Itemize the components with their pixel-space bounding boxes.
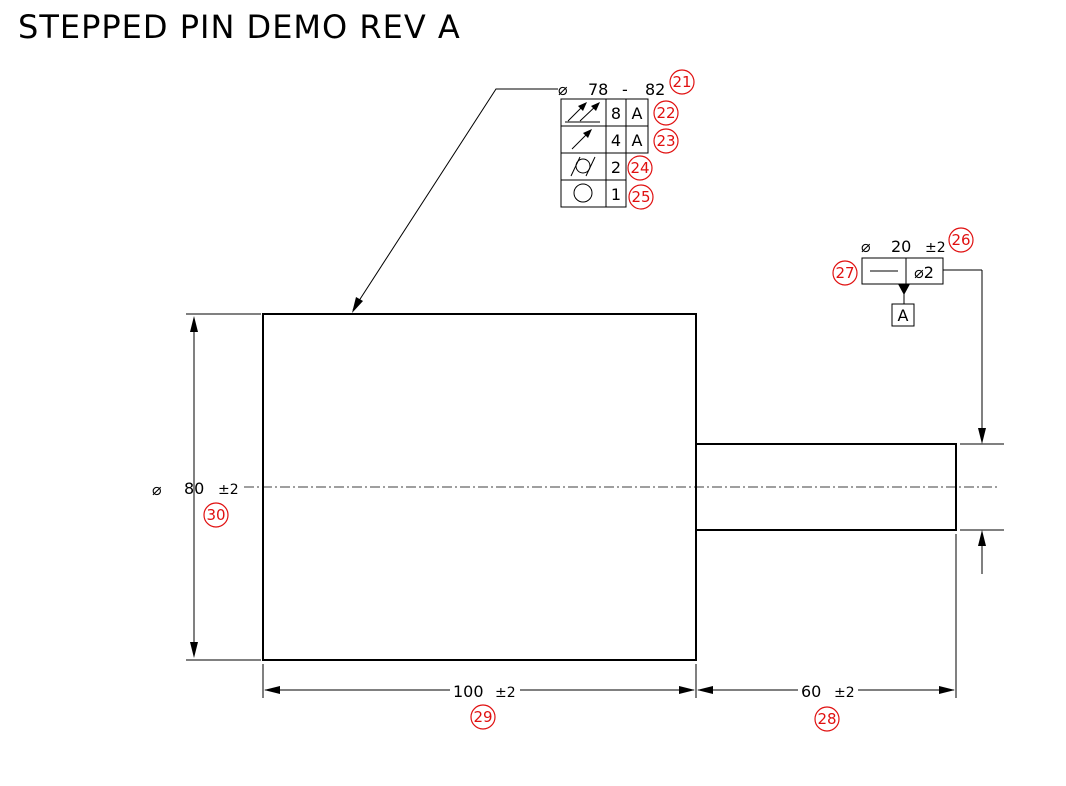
dimension-value: 60	[801, 682, 821, 701]
balloon-number: 24	[630, 159, 649, 177]
limit-separator: -	[622, 80, 628, 99]
tolerance-value: ⌀2	[914, 263, 934, 282]
circularity-icon	[573, 183, 593, 203]
balloon-number: 25	[631, 188, 650, 206]
length-60-dimension: 60 ±2 28	[697, 682, 955, 732]
dimension-tolerance: ±2	[218, 482, 239, 498]
balloon-number: 21	[672, 73, 691, 91]
datum-reference: A	[632, 104, 643, 123]
diameter-symbol: ⌀	[861, 237, 871, 256]
balloon-circle	[470, 704, 496, 730]
balloon-number: 23	[656, 132, 675, 150]
diameter-80-dimension: ⌀ 80 ±2 30	[152, 316, 239, 658]
balloon-number: 30	[206, 506, 225, 524]
balloon-circle	[948, 227, 974, 253]
datum-reference: A	[632, 131, 643, 150]
dimension-tolerance: ±2	[495, 685, 516, 701]
diameter-20-arrows	[978, 270, 986, 574]
drawing-title: STEPPED PIN DEMO REV A	[18, 8, 461, 46]
diameter-symbol: ⌀	[558, 80, 568, 99]
balloon-number: 28	[817, 710, 836, 728]
balloon-circle	[814, 706, 840, 732]
balloon-number: 22	[656, 104, 675, 122]
balloon-number: 27	[835, 264, 854, 282]
balloon-number: 29	[473, 708, 492, 726]
circular-runout-icon	[571, 129, 592, 150]
straightness-fcf: ⌀2 27	[832, 257, 982, 286]
size-78-82-callout: ⌀ 78 - 82 21	[558, 69, 695, 99]
upper-limit: 82	[645, 80, 665, 99]
balloon-circle	[653, 100, 679, 126]
datum-feature-symbol: A	[891, 284, 915, 327]
tolerance-value: 8	[611, 104, 621, 123]
large-diameter-leader	[352, 88, 558, 313]
lower-limit: 78	[588, 80, 608, 99]
dimension-value: 100	[453, 682, 484, 701]
tolerance-value: 4	[611, 131, 621, 150]
tolerance-value: 2	[611, 158, 621, 177]
balloon-circle	[653, 128, 679, 154]
balloon-circle	[669, 69, 695, 95]
balloon-number: 26	[951, 231, 970, 249]
diameter-symbol: ⌀	[152, 480, 162, 499]
balloon-circle	[627, 155, 653, 181]
datum-label: A	[898, 306, 909, 325]
size-20-callout: ⌀ 20 ±2 26	[861, 227, 974, 256]
feature-control-frames: 8 A 22 4 A 23 2 24 1	[560, 98, 679, 210]
cylindricity-icon	[570, 156, 596, 177]
total-runout-icon	[565, 102, 600, 123]
balloon-circle	[203, 502, 229, 528]
dimension-tolerance: ±2	[834, 685, 855, 701]
balloon-circle	[628, 184, 654, 210]
length-100-dimension: 100 ±2 29	[264, 682, 695, 730]
tolerance-value: 1	[611, 185, 621, 204]
dimension-tolerance: ±2	[925, 240, 946, 256]
dimension-value: 20	[891, 237, 911, 256]
dimension-value: 80	[184, 479, 204, 498]
balloon-circle	[832, 260, 858, 286]
